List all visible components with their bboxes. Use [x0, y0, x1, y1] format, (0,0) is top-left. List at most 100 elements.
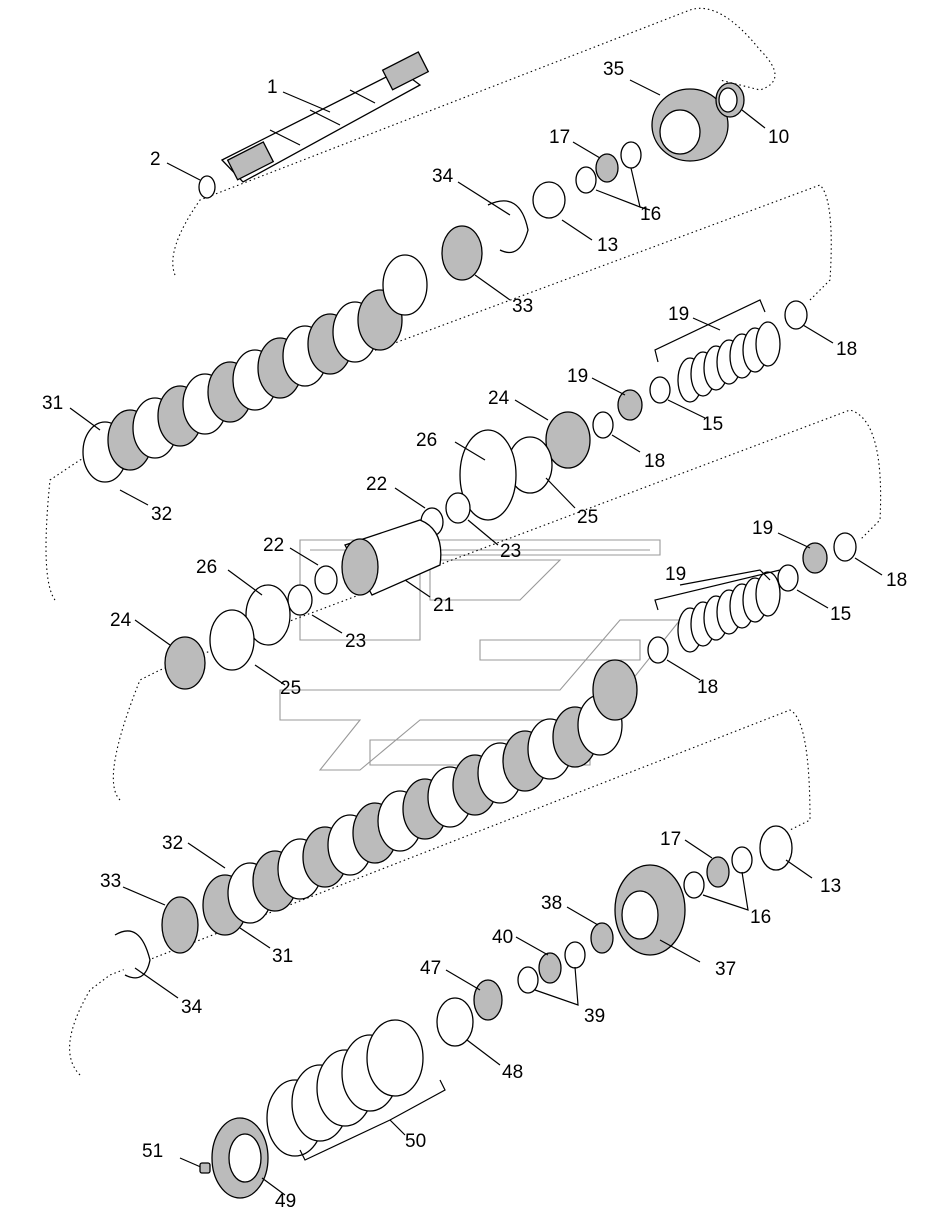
- label-25-a: 25: [577, 507, 598, 528]
- label-2: 2: [150, 149, 161, 170]
- shim-pack-part-50[interactable]: [266, 1019, 424, 1157]
- label-18-b: 18: [644, 451, 665, 472]
- label-50: 50: [405, 1131, 426, 1152]
- label-49: 49: [275, 1191, 296, 1212]
- label-18-a: 18: [836, 339, 857, 360]
- label-19-b: 19: [567, 366, 588, 387]
- label-40: 40: [492, 927, 513, 948]
- label-26-b: 26: [196, 557, 217, 578]
- clutch-hub-part-21[interactable]: [341, 519, 442, 596]
- label-23-a: 23: [500, 541, 521, 562]
- gear-part-37[interactable]: [614, 864, 686, 956]
- label-16-b: 16: [750, 907, 771, 928]
- piston-part-24-a[interactable]: [545, 411, 591, 469]
- label-33-a: 33: [512, 296, 533, 317]
- label-39: 39: [584, 1006, 605, 1027]
- thrust-bearing-part-17-b[interactable]: [706, 856, 730, 888]
- washer-part-19-a[interactable]: [617, 389, 643, 421]
- label-13-b: 13: [820, 876, 841, 897]
- group-outline-middle: [112, 409, 882, 801]
- label-16-a: 16: [640, 204, 661, 225]
- label-24-b: 24: [110, 610, 132, 631]
- label-18-d: 18: [697, 677, 718, 698]
- label-32-b: 32: [162, 833, 183, 854]
- label-34-a: 34: [432, 166, 454, 187]
- o-ring-part-2[interactable]: [198, 175, 216, 199]
- snap-ring-part-13-b[interactable]: [759, 825, 793, 871]
- label-33-b: 33: [100, 871, 121, 892]
- label-21: 21: [433, 595, 454, 616]
- snap-ring-part-18-d[interactable]: [647, 636, 669, 664]
- label-22-a: 22: [366, 474, 387, 495]
- label-38: 38: [541, 893, 562, 914]
- label-19-a: 19: [668, 304, 689, 325]
- snap-ring-part-13[interactable]: [532, 181, 566, 219]
- label-15-b: 15: [830, 604, 851, 625]
- label-51: 51: [142, 1141, 163, 1162]
- label-35: 35: [603, 59, 624, 80]
- clutch-pack-upper[interactable]: [82, 254, 428, 483]
- seal-ring-part-25-b[interactable]: [209, 609, 255, 671]
- group-outline-upper: [45, 184, 832, 601]
- bolt-part-51[interactable]: [179, 1157, 211, 1174]
- spring-part-15-b[interactable]: [777, 564, 799, 592]
- thrust-bearing-part-17[interactable]: [595, 153, 619, 183]
- thrust-washer-part-16-d[interactable]: [731, 846, 753, 874]
- label-22-b: 22: [263, 535, 284, 556]
- gear-part-35[interactable]: [651, 88, 729, 162]
- label-23-b: 23: [345, 631, 366, 652]
- clutch-pack-lower[interactable]: [202, 659, 638, 936]
- o-ring-part-23-b[interactable]: [287, 584, 313, 616]
- end-plate-part-33-b[interactable]: [161, 896, 199, 954]
- label-10: 10: [768, 127, 789, 148]
- label-31-a: 31: [42, 393, 63, 414]
- retaining-ring-part-34[interactable]: [487, 200, 529, 254]
- label-34-b: 34: [181, 997, 203, 1018]
- bearing-cup-part-48[interactable]: [436, 997, 474, 1047]
- label-32-a: 32: [151, 504, 172, 525]
- snap-ring-part-18-a[interactable]: [784, 300, 808, 330]
- label-18-c: 18: [886, 570, 907, 591]
- part-number-labels: 1 2 10 13 13 15 15 16 16 17 17 18 18 18 …: [42, 59, 907, 1212]
- label-19-d: 19: [665, 564, 686, 585]
- label-25-b: 25: [280, 678, 301, 699]
- shaft-part-1[interactable]: [220, 51, 430, 183]
- retaining-ring-part-34-b[interactable]: [114, 930, 151, 979]
- end-plate-part-33[interactable]: [441, 225, 483, 281]
- label-19-c: 19: [752, 518, 773, 539]
- snap-ring-part-18-c[interactable]: [833, 532, 857, 562]
- tapered-bearing-part-47[interactable]: [473, 979, 503, 1021]
- label-48: 48: [502, 1062, 523, 1083]
- label-17-b: 17: [660, 829, 681, 850]
- piston-part-24-b[interactable]: [164, 636, 206, 690]
- spring-part-15-a[interactable]: [649, 376, 671, 404]
- o-ring-part-23-a[interactable]: [445, 492, 471, 524]
- group-outline-lower: [69, 709, 811, 1076]
- thrust-washer-part-39-b[interactable]: [517, 966, 539, 994]
- needle-bearing-part-10[interactable]: [715, 82, 745, 118]
- thrust-washer-part-16-c[interactable]: [683, 871, 705, 899]
- cover-part-49[interactable]: [211, 1117, 269, 1199]
- leader-lines: [69, 79, 883, 1196]
- thrust-bearing-part-40[interactable]: [538, 952, 562, 984]
- clutch-disc-pack-part-19-upper[interactable]: [677, 321, 781, 403]
- seal-ring-part-26-b[interactable]: [245, 584, 291, 646]
- label-31-b: 31: [272, 946, 293, 967]
- label-37: 37: [715, 959, 736, 980]
- thrust-washer-part-16b[interactable]: [620, 141, 642, 169]
- label-1: 1: [267, 77, 278, 98]
- needle-bearing-part-38[interactable]: [590, 922, 614, 954]
- group-outline-top: [172, 7, 776, 276]
- clutch-disc-pack-part-19-middle[interactable]: [677, 571, 781, 653]
- label-26-a: 26: [416, 430, 437, 451]
- label-13-a: 13: [597, 235, 618, 256]
- washer-part-19-b[interactable]: [802, 542, 828, 574]
- label-47: 47: [420, 958, 441, 979]
- thrust-washer-part-39-a[interactable]: [564, 941, 586, 969]
- o-ring-part-22-b[interactable]: [314, 565, 338, 595]
- thrust-washer-part-16[interactable]: [575, 166, 597, 194]
- snap-ring-part-18-b[interactable]: [592, 411, 614, 439]
- label-15-a: 15: [702, 414, 723, 435]
- seal-ring-part-26-a[interactable]: [459, 429, 517, 521]
